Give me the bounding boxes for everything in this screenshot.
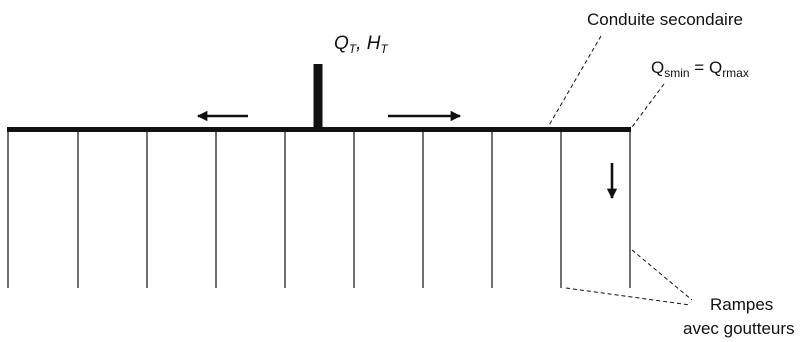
- laterals-label-line2: avec goutteurs: [683, 319, 795, 338]
- leader-secondary-pipe: [547, 35, 602, 128]
- inlet-flow-label: QT, HT: [334, 33, 389, 56]
- leader-end-flow: [631, 83, 665, 128]
- laterals-label-line1: Rampes: [710, 295, 773, 314]
- leader-lines-group: [547, 35, 693, 306]
- lateral-lines-group: [7, 131, 631, 288]
- leader-lateral-a: [565, 287, 691, 306]
- secondary-pipe-label: Conduite secondaire: [587, 10, 743, 29]
- end-flow-label: Qsmin = Qrmax: [651, 58, 749, 80]
- leader-lateral-b: [631, 249, 693, 301]
